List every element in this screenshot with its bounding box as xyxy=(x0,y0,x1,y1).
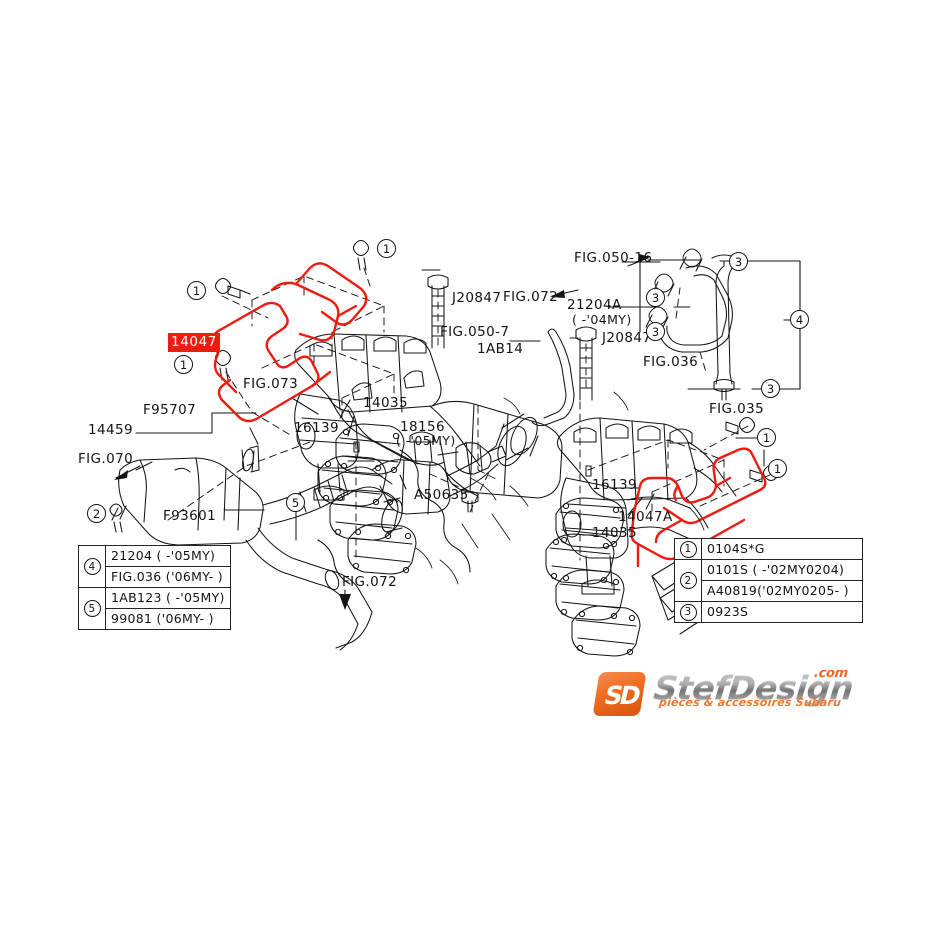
direction-arrows xyxy=(114,254,650,610)
part-label-a50635: A50635 xyxy=(414,487,469,503)
part-label-j20847-right: J20847 xyxy=(602,330,652,346)
legend-value: 21204 ( -'05MY) xyxy=(105,545,231,567)
vacuum-hose-center xyxy=(531,328,575,427)
legend-row: 5 1AB123 ( -'05MY) xyxy=(78,587,231,630)
fig-ref-072-top: FIG.072 xyxy=(503,289,559,305)
callout-1-top-middle[interactable]: 1 xyxy=(377,239,396,258)
part-label-14035-left: 14035 xyxy=(363,395,408,411)
site-logo[interactable]: SD StefDesign .com pièces & accessoires … xyxy=(592,664,868,722)
label-leader-lines xyxy=(135,261,765,541)
fig-ref-070: FIG.070 xyxy=(78,451,134,467)
part-label-14047a: 14047A xyxy=(618,509,673,525)
part-label-18156-model-year: ( -'05MY) xyxy=(396,433,456,448)
logo-badge-icon: SD xyxy=(592,672,647,716)
legend-value: 0104S*G xyxy=(701,538,863,560)
highlighted-part-14047 xyxy=(212,262,368,423)
legend-key-4: 4 xyxy=(78,545,106,588)
part-label-16139-right: 16139 xyxy=(592,477,637,493)
assembly-dashed-lines xyxy=(167,267,773,561)
part-label-21204a-model-year: ( -'04MY) xyxy=(572,312,632,327)
misc-detail-strokes xyxy=(415,391,705,585)
intake-gaskets-left xyxy=(317,423,471,585)
part-label-21204a: 21204A xyxy=(567,297,622,313)
legend-value: 99081 ('06MY- ) xyxy=(105,608,231,630)
legend-row: 1 0104S*G xyxy=(674,538,863,560)
legend-key-2: 2 xyxy=(674,559,702,602)
legend-key-marker: 5 xyxy=(83,600,101,618)
fig-ref-035: FIG.035 xyxy=(709,401,765,417)
fig-ref-036: FIG.036 xyxy=(643,354,699,370)
callout-1-left-lower[interactable]: 1 xyxy=(174,355,193,374)
legend-value: A40819('02MY0205- ) xyxy=(701,580,863,602)
legend-key-marker: 3 xyxy=(679,603,697,621)
legend-row: 2 0101S ( -'02MY0204) xyxy=(674,559,863,602)
fig-ref-072-bottom: FIG.072 xyxy=(342,574,398,590)
logo-badge-text: SD xyxy=(601,681,641,710)
legend-row: FIG.036 ('06MY- ) xyxy=(79,566,231,588)
callout-3-top-right-a[interactable]: 3 xyxy=(729,252,748,271)
callout-3-bottom-pipe[interactable]: 3 xyxy=(761,379,780,398)
part-label-1ab14: 1AB14 xyxy=(477,341,524,357)
fig-ref-073: FIG.073 xyxy=(243,376,299,392)
part-label-14459: 14459 xyxy=(88,422,133,438)
part-label-j20847-left: J20847 xyxy=(452,290,502,306)
legend-key-marker: 4 xyxy=(83,558,101,576)
callout-5-middle-left[interactable]: 5 xyxy=(286,493,305,512)
part-label-14035-right: 14035 xyxy=(592,525,637,541)
callout-1-right-lower[interactable]: 1 xyxy=(768,459,787,478)
intake-gaskets-right xyxy=(545,497,641,657)
highlighted-part-number-14047[interactable]: 14047 xyxy=(168,333,220,352)
legend-key-marker: 2 xyxy=(679,572,697,590)
legend-row: 4 21204 ( -'05MY) xyxy=(78,545,231,588)
legend-value: FIG.036 ('06MY- ) xyxy=(105,566,231,588)
legend-key-marker: 1 xyxy=(679,540,697,558)
fig-ref-050-16: FIG.050-16 xyxy=(574,250,653,266)
part-label-f93601: F93601 xyxy=(163,508,217,524)
callout-4-right[interactable]: 4 xyxy=(790,310,809,329)
legend-row: 99081 ('06MY- ) xyxy=(79,608,231,630)
callout-3-top-right-c[interactable]: 3 xyxy=(646,322,665,341)
part-label-f95707: F95707 xyxy=(143,402,197,418)
legend-table-right: 1 0104S*G 2 0101S ( -'02MY0204) A40819('… xyxy=(674,538,863,623)
legend-value: 0101S ( -'02MY0204) xyxy=(701,559,863,581)
legend-value: 0923S xyxy=(701,601,863,623)
part-label-16139-left: 16139 xyxy=(294,420,339,436)
legend-value: 1AB123 ( -'05MY) xyxy=(105,587,231,609)
legend-row: A40819('02MY0205- ) xyxy=(675,580,863,602)
legend-key-3: 3 xyxy=(674,601,702,623)
part-label-18156: 18156 xyxy=(400,419,445,435)
logo-tagline: pièces & accessoires Subaru xyxy=(658,696,842,709)
left-intake-manifold xyxy=(294,333,563,501)
callout-1-top-left[interactable]: 1 xyxy=(187,281,206,300)
legend-table-left: 4 21204 ( -'05MY) FIG.036 ('06MY- ) 5 1A… xyxy=(78,545,231,630)
callout-3-top-right-b[interactable]: 3 xyxy=(646,288,665,307)
legend-key-1: 1 xyxy=(674,538,702,560)
callout-1-right-upper[interactable]: 1 xyxy=(757,428,776,447)
fig-ref-050-7: FIG.050-7 xyxy=(440,324,510,340)
legend-key-5: 5 xyxy=(78,587,106,630)
callout-2-left[interactable]: 2 xyxy=(87,504,106,523)
legend-row: 3 0923S xyxy=(674,601,863,623)
logo-dotcom-text: .com xyxy=(813,666,849,681)
